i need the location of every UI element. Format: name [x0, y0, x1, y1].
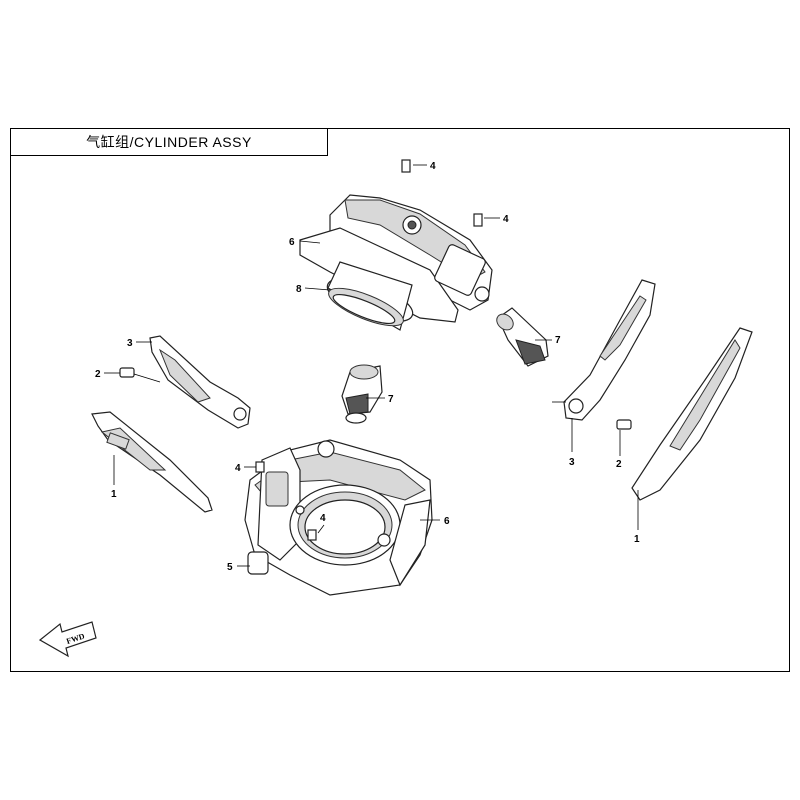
diagram-frame — [10, 128, 790, 672]
callout-7-upper: 7 — [555, 335, 561, 346]
chain-guide-left — [91, 411, 213, 513]
callout-3-right: 3 — [569, 457, 575, 468]
dowel-pin-lower-center — [307, 529, 317, 541]
dowel-pin-lower-left — [255, 461, 265, 473]
fwd-arrow-icon — [38, 621, 97, 658]
dowel-pin-upper-left — [401, 159, 411, 173]
bolt-left — [119, 367, 135, 378]
callout-labels: 4 4 6 8 7 7 3 2 1 4 4 5 6 3 2 1 — [95, 161, 640, 573]
lower-cylinder-assembly — [244, 439, 433, 596]
bolt-right — [616, 419, 632, 430]
callout-5: 5 — [227, 562, 233, 573]
callout-1-right: 1 — [634, 534, 640, 545]
callout-4-upper-right: 4 — [503, 214, 509, 225]
callout-3-left: 3 — [127, 338, 133, 349]
fwd-arrow: FWD — [38, 621, 97, 658]
title-box: 气缸组/CYLINDER ASSY — [10, 128, 328, 156]
callout-6-lower: 6 — [444, 516, 450, 527]
callout-2-left: 2 — [95, 369, 101, 380]
chain-tensioner-arm-right — [563, 279, 656, 421]
callout-1-left: 1 — [111, 489, 117, 500]
callout-4-lower-left: 4 — [235, 463, 241, 474]
chain-guide-right — [631, 327, 753, 501]
callout-6-upper: 6 — [289, 237, 295, 248]
chain-tensioner-arm-left — [149, 335, 251, 429]
leader-lines — [104, 164, 639, 567]
callout-7-lower: 7 — [388, 394, 394, 405]
diagram-title: 气缸组/CYLINDER ASSY — [86, 134, 252, 150]
callout-4-upper-left: 4 — [430, 161, 436, 172]
callout-4-lower-center: 4 — [320, 513, 326, 524]
dowel-pin-upper-right — [473, 213, 483, 227]
callout-8: 8 — [296, 284, 302, 295]
upper-cylinder-assembly — [299, 194, 493, 331]
tensioner-upper — [496, 307, 549, 367]
callout-2-right: 2 — [616, 459, 622, 470]
tensioner-lower — [341, 364, 383, 424]
